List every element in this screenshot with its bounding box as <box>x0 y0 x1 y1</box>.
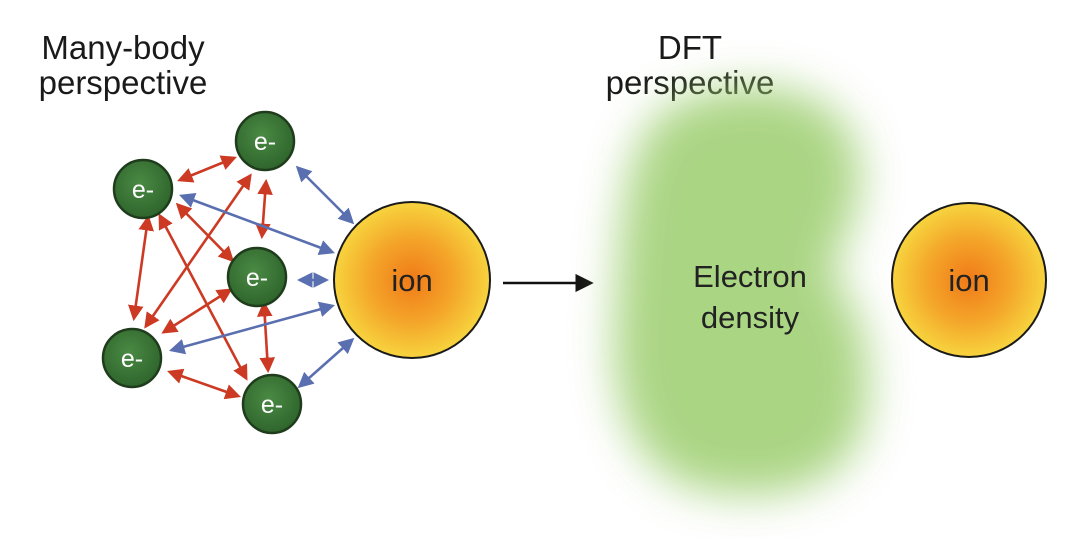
electron-label: e- <box>261 391 283 419</box>
many-body-heading-line1: Many-body <box>41 29 205 66</box>
ee-arrow <box>161 288 233 334</box>
electron-ion-interactions <box>168 165 355 389</box>
ei-arrow <box>168 301 336 355</box>
ei-arrow <box>297 337 355 389</box>
ee-arrow <box>167 368 241 400</box>
electron-label: e- <box>121 345 143 373</box>
many-body-heading: Many-body perspective <box>18 30 228 100</box>
ee-arrow <box>128 214 154 322</box>
ei-arrow <box>295 165 355 225</box>
electron-label: e- <box>132 176 154 204</box>
ion-label-right: ion <box>948 263 989 298</box>
ee-arrow <box>158 213 248 381</box>
electron-density-cloud <box>614 86 869 495</box>
electron-top: e- <box>234 110 296 172</box>
electron-upper-left: e- <box>112 158 174 220</box>
ion-dft: ion <box>891 202 1047 358</box>
dft-heading-line1: DFT <box>657 29 723 66</box>
electrons: e- e- e- e- e- <box>101 110 303 435</box>
ion-label-left: ion <box>391 263 432 298</box>
ion-many-body: ion <box>333 201 491 359</box>
ee-arrow <box>177 155 237 183</box>
ee-arrow <box>256 300 276 374</box>
electron-label: e- <box>246 264 268 292</box>
electron-bottom: e- <box>241 373 303 435</box>
density-label-line1: Electron <box>693 259 807 294</box>
ei-arrow <box>179 193 335 255</box>
electron-middle: e- <box>226 246 288 308</box>
electron-label: e- <box>254 128 276 156</box>
many-body-heading-line2: perspective <box>38 64 208 101</box>
electron-lower-left: e- <box>101 327 163 389</box>
density-label-line2: density <box>701 300 800 335</box>
